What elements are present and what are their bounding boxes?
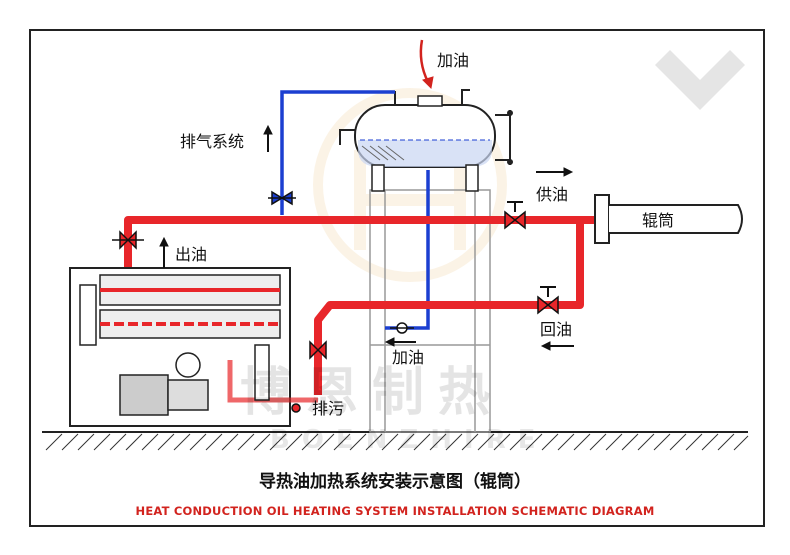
add-oil-arrowhead <box>422 76 434 90</box>
return-arrowhead <box>540 341 551 351</box>
watermark-text: 博恩制热 <box>240 363 504 423</box>
diagram-border <box>29 29 765 527</box>
label-roller: 辊筒 <box>642 211 674 230</box>
add-oil-arrow <box>419 39 430 83</box>
diagram-title: 导热油加热系统安装示意图（辊筒） <box>259 471 531 492</box>
label-supply-oil: 供油 <box>536 185 568 204</box>
out-oil-arrowhead <box>159 236 169 247</box>
fill-valve <box>390 322 414 334</box>
support-tower <box>369 189 491 433</box>
return-valve <box>537 286 559 315</box>
supply-valve <box>504 201 526 230</box>
arrows <box>159 39 574 351</box>
hot-pipes <box>124 216 595 395</box>
supply-arrowhead <box>563 167 574 177</box>
label-return-oil: 回油 <box>540 320 572 339</box>
add-oil-bottom-arrowhead <box>384 337 395 347</box>
label-exhaust: 排气系统 <box>180 132 244 151</box>
outlet-valve <box>112 230 144 250</box>
label-drain: 排污 <box>312 399 344 418</box>
diagram-subtitle: HEAT CONDUCTION OIL HEATING SYSTEM INSTA… <box>136 504 655 518</box>
drain-valve <box>291 340 327 413</box>
watermark-text-en: BOENZHIRE <box>270 425 548 455</box>
corner-watermark <box>655 50 745 110</box>
heater-unit <box>69 267 318 427</box>
label-out-oil: 出油 <box>175 245 207 264</box>
label-add-oil-top: 加油 <box>437 51 469 70</box>
roller <box>594 194 743 244</box>
label-add-oil-bottom: 加油 <box>392 348 424 367</box>
exhaust-valve <box>268 190 296 206</box>
exhaust-arrowhead <box>263 124 273 135</box>
expansion-tank <box>339 89 513 192</box>
